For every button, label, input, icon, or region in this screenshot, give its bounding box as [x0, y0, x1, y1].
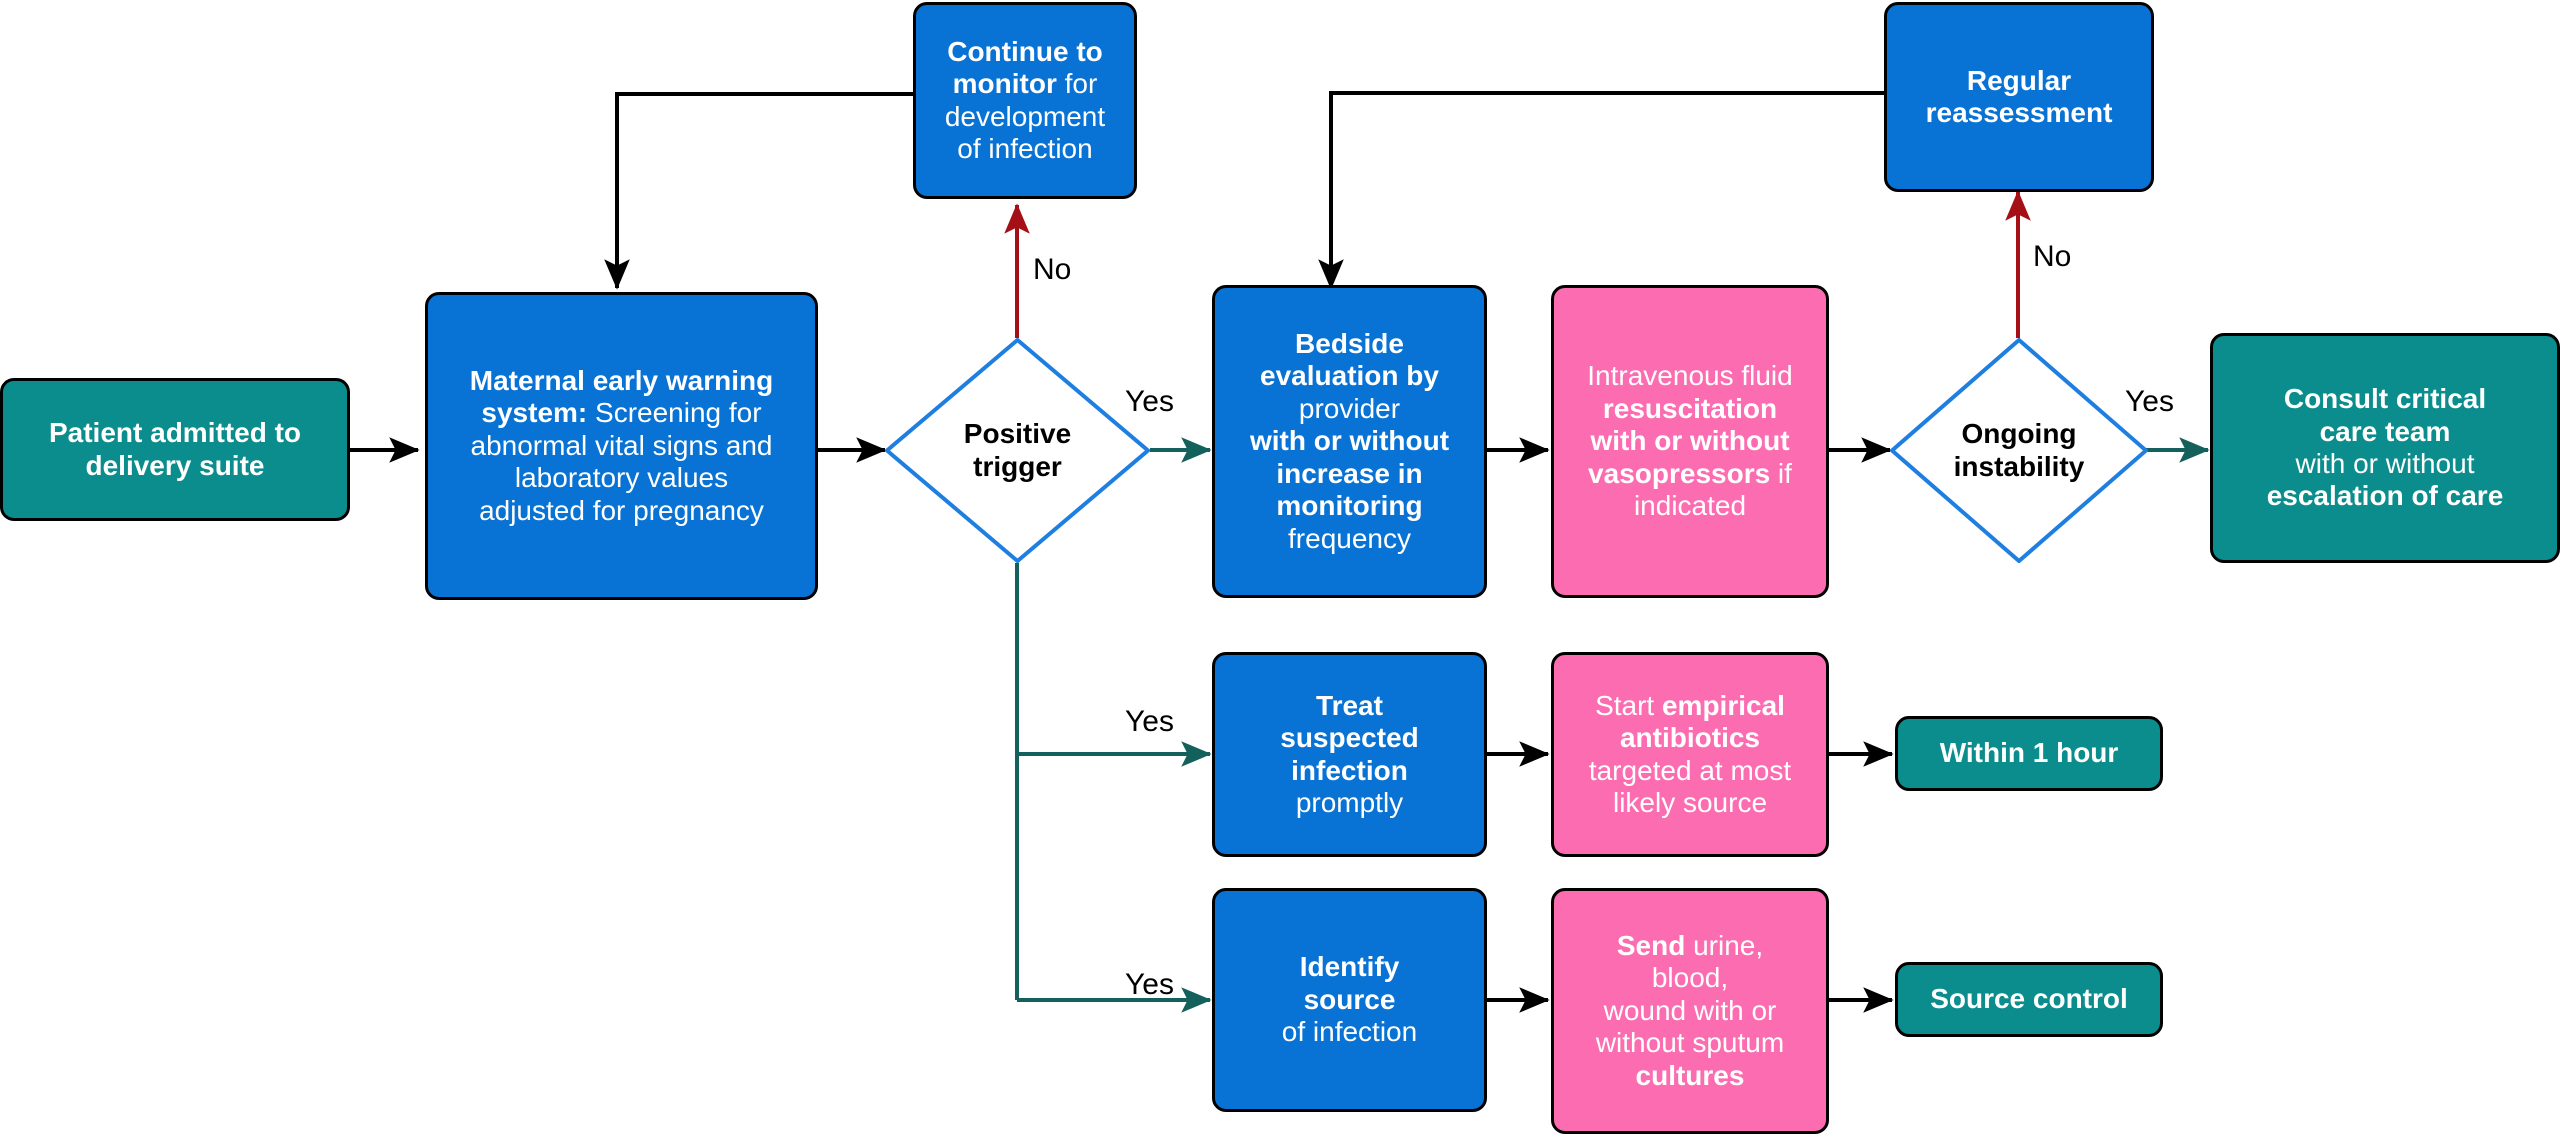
diamond-shape: [1890, 338, 2148, 563]
text-line: monitor for: [952, 68, 1098, 100]
text-line: infection: [1291, 754, 1408, 786]
text-line: Source control: [1930, 983, 2128, 1015]
text-line: targeted at most: [1588, 754, 1792, 786]
text-line: resuscitation: [1602, 392, 1778, 424]
text-line: Bedside: [1295, 327, 1404, 359]
text-line: laboratory values: [514, 462, 729, 494]
text-line: trigger: [973, 450, 1062, 482]
text-line: frequency: [1288, 522, 1411, 554]
text-line: delivery suite: [85, 449, 265, 481]
text-line: Intravenous fluid: [1587, 360, 1793, 392]
node-within-one-hour-label: Within 1 hour: [1898, 737, 2160, 769]
text-line: Ongoing: [1961, 418, 2077, 450]
text-line: system: Screening for: [481, 397, 762, 429]
text-line: abnormal vital signs and: [470, 429, 773, 461]
text-line: provider: [1298, 392, 1401, 424]
diamond-shape: [885, 338, 1150, 563]
edge-label-branch-treat-yes: Yes: [1125, 705, 1174, 738]
text-line: Maternal early warning: [469, 364, 774, 396]
node-source-control-label: Source control: [1898, 983, 2160, 1015]
text-line: Regular: [1966, 64, 2072, 96]
text-line: reassessment: [1925, 97, 2113, 128]
text-line: Positive: [963, 418, 1072, 450]
text-line: promptly: [1295, 786, 1404, 818]
edge-continue-monitor-to-mews: [604, 92, 916, 290]
text-line: evaluation by: [1260, 360, 1439, 392]
text-line: of infection: [1281, 1016, 1418, 1048]
text-line: Send urine,: [1616, 929, 1764, 961]
text-line: monitoring: [1276, 490, 1423, 522]
text-line: Start empirical: [1595, 689, 1785, 721]
node-within-one-hour[interactable]: Within 1 hour: [1895, 716, 2163, 791]
text-line: Continue to: [947, 35, 1103, 67]
text-line: of infection: [957, 132, 1093, 164]
text-line: adjusted for pregnancy: [479, 494, 764, 526]
text-line: indicated: [1633, 490, 1747, 522]
edge-reassessment-to-bedside: [1318, 91, 1885, 290]
text-line: source: [1303, 983, 1396, 1015]
text-line: with or without: [1249, 425, 1450, 457]
text-line: wound with or: [1603, 994, 1777, 1026]
text-line: increase in: [1276, 457, 1423, 489]
text-line: Within 1 hour: [1939, 737, 2119, 769]
node-source-control[interactable]: Source control: [1895, 962, 2163, 1037]
edge-label-instability-no: No: [2033, 240, 2072, 273]
text-line: blood,: [1651, 962, 1729, 994]
text-line: Identify: [1299, 951, 1400, 983]
text-line: likely source: [1612, 786, 1768, 818]
text-line: cultures: [1635, 1059, 1745, 1091]
edge-label-branch-identify-yes: Yes: [1125, 968, 1174, 1001]
text-line: suspected: [1280, 722, 1419, 754]
text-line: with or without: [1590, 425, 1790, 457]
edge-label-trigger-yes: Yes: [1125, 385, 1174, 418]
text-line: Consult critical: [2283, 383, 2487, 415]
text-line: antibiotics: [1619, 722, 1760, 754]
edge-label-trigger-no: No: [1033, 253, 1072, 286]
text-line: vasopressors if: [1588, 457, 1792, 489]
text-line: without sputum: [1595, 1027, 1785, 1059]
edge-label-instability-yes: Yes: [2125, 385, 2174, 418]
text-line: with or without: [2295, 448, 2475, 479]
text-line: escalation of care: [2266, 480, 2504, 512]
text-line: development: [944, 100, 1106, 132]
text-line: Treat: [1316, 689, 1383, 721]
text-line: Patient admitted to: [48, 417, 301, 449]
text-line: care team: [2319, 415, 2451, 447]
text-line: instability: [1953, 450, 2085, 482]
